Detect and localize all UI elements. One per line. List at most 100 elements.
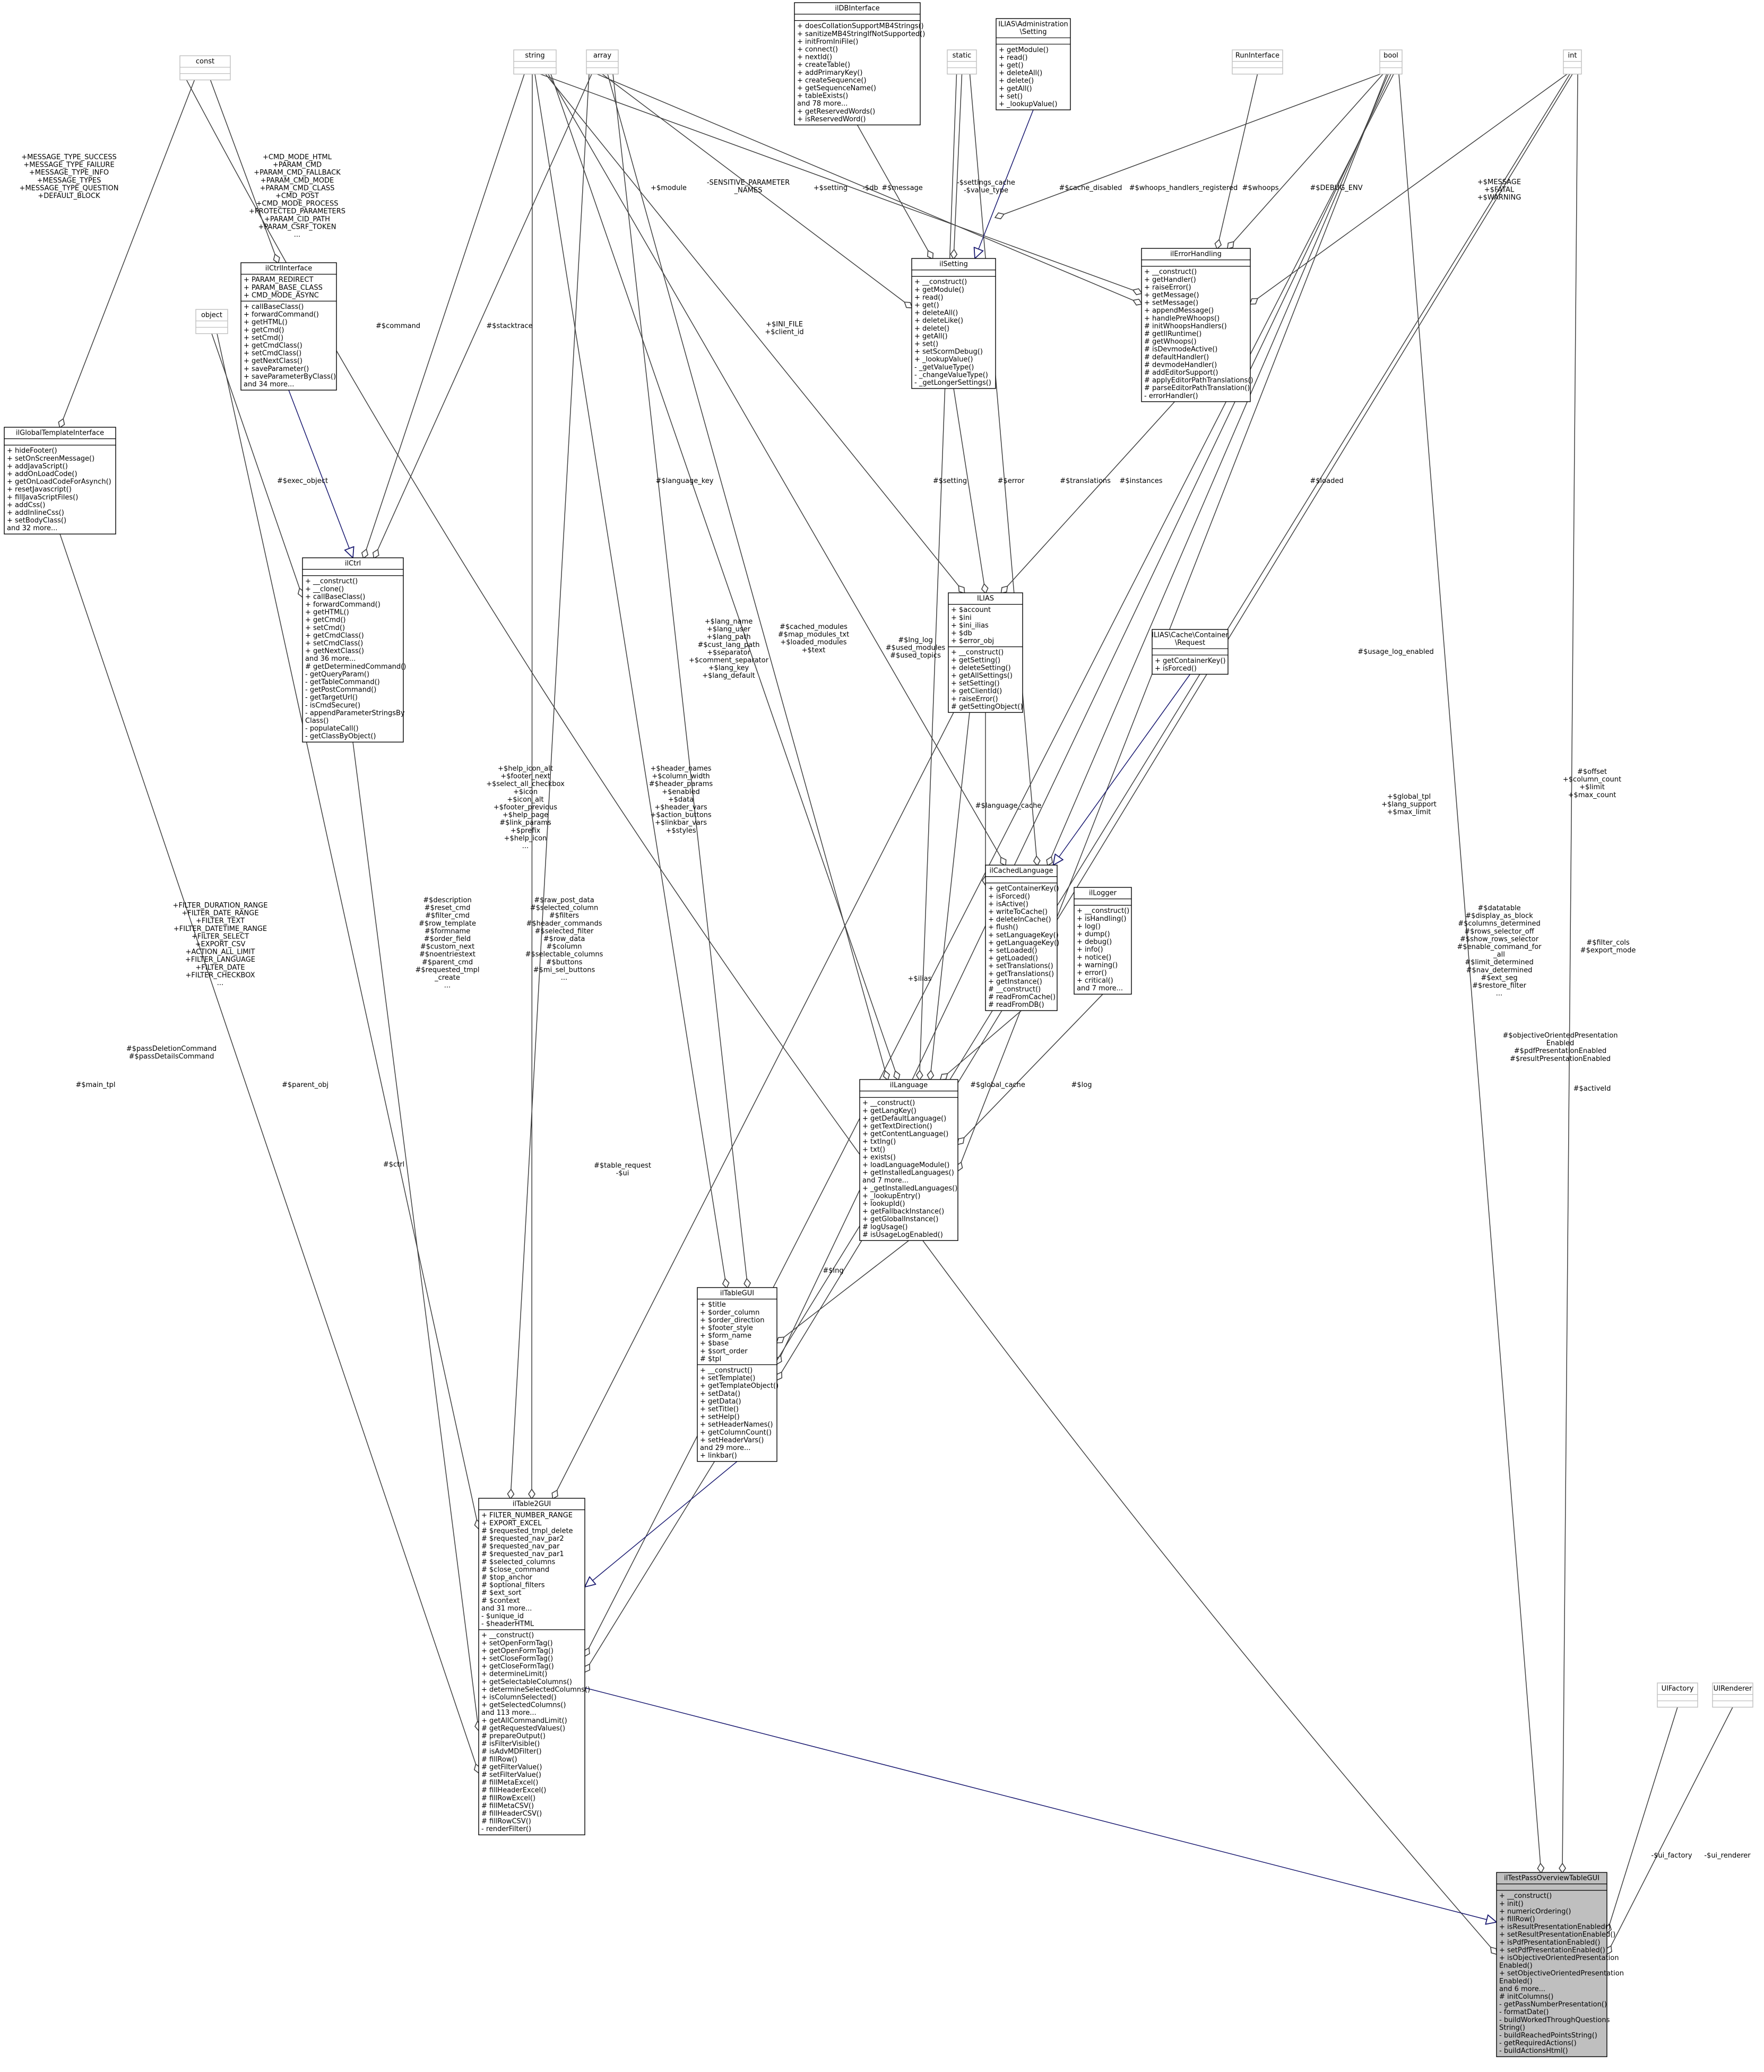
edge-cachedlang-language (941, 1010, 1022, 1080)
class-ilTable2GUI[interactable]: ilTable2GUI+ FILTER_NUMBER_RANGE+ EXPORT… (478, 1498, 590, 1835)
edge-label-line: #$column (546, 943, 582, 951)
class-object[interactable]: object (195, 309, 228, 334)
class-UIRenderer[interactable]: UIRenderer (1712, 1682, 1753, 1708)
class-method: + setCloseFormTag() (481, 1655, 553, 1663)
edge-label-e48: #$lng (823, 1267, 843, 1275)
edge-label-line: #$used_topics (890, 652, 941, 660)
class-const[interactable]: const (179, 55, 231, 81)
class-ilSetting[interactable]: ilSetting+ __construct()+ getModule()+ r… (911, 258, 996, 389)
class-ilLanguage[interactable]: ilLanguage+ __construct()+ getLangKey()+… (859, 1079, 958, 1241)
edge-label-line: #$link_params (499, 819, 551, 827)
edge-label-line: -$settings_cache (957, 179, 1015, 187)
class-CacheRequest[interactable]: ILIAS\Cache\Container\Request+ getContai… (1152, 629, 1229, 675)
edge-uifactory-testpass (1607, 1707, 1678, 1933)
class-method: + __construct() (1144, 268, 1197, 276)
class-method: + read() (999, 54, 1027, 62)
class-box (1379, 49, 1403, 75)
edge-label-line: +$limit (1579, 783, 1605, 791)
class-ilGlobalTemplateInterface[interactable]: ilGlobalTemplateInterface+ hideFooter()+… (4, 427, 116, 534)
class-ilTableGUI[interactable]: ilTableGUI+ $title+ $order_column+ $orde… (697, 1287, 779, 1462)
class-array[interactable]: array (586, 49, 619, 75)
edge-label-line: +FILTER_DATE_RANGE (181, 910, 258, 918)
edge-string-ilias (545, 74, 964, 593)
class-box (1657, 1682, 1698, 1708)
edge-label-line: +$help_icon (504, 834, 547, 842)
class-title: array (593, 52, 611, 60)
class-method: + getModule() (914, 286, 964, 294)
edge-label-e26: #$lng_log#$used_modules#$used_topics (886, 636, 946, 660)
class-method: + _getInstalledLanguages() (862, 1185, 957, 1193)
edge-label-e17: +$INI_FILE+$client_id (765, 321, 803, 336)
class-method: + delete() (914, 325, 949, 333)
class-method: - getPostCommand() (305, 686, 376, 694)
class-attribute: - $unique_id (481, 1612, 524, 1620)
class-attribute: + $ini_ilias (951, 621, 989, 629)
class-ilCachedLanguage[interactable]: ilCachedLanguage+ getContainerKey()+ isF… (985, 865, 1059, 1011)
edge-label-e27: #$usage_log_enabled (1357, 648, 1434, 656)
class-ilDBInterface[interactable]: ilDBInterface+ doesCollationSupportMB4St… (794, 2, 925, 126)
class-UIFactory[interactable]: UIFactory (1657, 1682, 1698, 1708)
edge-label-e41: #$objectiveOrientedPresentationEnabled#$… (1503, 1032, 1618, 1063)
class-method: + handlePreWhoops() (1144, 315, 1220, 323)
class-method: # isFilterVisible() (481, 1740, 540, 1748)
edge-static-language (920, 74, 957, 1080)
edge-label-e40: #$filter_cols#$export_mode (1580, 939, 1636, 955)
class-method: + __construct() (1499, 1892, 1552, 1900)
edge-bool-testpass (1398, 74, 1541, 1872)
edge-label-line: #$cached_modules (780, 623, 848, 631)
class-method: + isForced() (988, 893, 1030, 901)
class-bool[interactable]: bool (1379, 49, 1403, 75)
class-method: - buildReachedPointsString() (1499, 2032, 1597, 2040)
class-method: + isForced() (1155, 664, 1197, 672)
class-method: + __construct() (1077, 907, 1129, 915)
edge-const-testpass (186, 80, 1497, 1954)
class-RunInterface[interactable]: RunInterface (1232, 49, 1283, 75)
class-ilCtrlInterface[interactable]: ilCtrlInterface+ PARAM_REDIRECT+ PARAM_B… (240, 262, 337, 391)
class-ilTestPassOverviewTableGUI[interactable]: ilTestPassOverviewTableGUI+ __construct(… (1496, 1872, 1624, 2057)
edge-label-line: #$lng (823, 1267, 843, 1275)
class-int[interactable]: int (1563, 49, 1582, 75)
class-box (1563, 49, 1582, 75)
class-method: + setObjectiveOrientedPresentation (1499, 1970, 1624, 1978)
class-method: + getCloseFormTag() (481, 1663, 554, 1671)
class-method: + setCmdClass() (305, 640, 363, 647)
class-AdminSetting[interactable]: ILIAS\Administration\Setting+ getModule(… (996, 18, 1071, 110)
edge-label-e18: #$language_key (656, 477, 714, 485)
class-method: - isCmdSecure() (305, 702, 360, 710)
edge-label-line: #$error (998, 477, 1025, 485)
class-string[interactable]: string (513, 49, 557, 75)
class-attribute: # $requested_nav_par (481, 1543, 560, 1551)
class-title: ilLanguage (890, 1082, 928, 1090)
edge-label-e39: #$datatable#$display_as_block#$columns_d… (1457, 904, 1542, 998)
class-method: + txtlng() (862, 1138, 896, 1146)
edge-label-e7: #$message (881, 184, 923, 192)
edge-object-table2gui (217, 333, 479, 1529)
class-method: + setHeaderNames() (700, 1421, 773, 1429)
class-ilCtrl[interactable]: ilCtrl+ __construct()+ __clone()+ callBa… (302, 557, 406, 743)
class-method: + deleteAll() (914, 309, 958, 317)
class-ilLogger[interactable]: ilLogger+ __construct()+ isHandling()+ l… (1074, 887, 1132, 995)
edge-static-cachedlang (969, 74, 1037, 865)
class-method: + appendMessage() (1144, 307, 1214, 315)
edge-label-line: +$lang_path (706, 633, 750, 641)
class-method: + read() (914, 293, 943, 301)
edge-label-line: +$column_width (652, 773, 710, 781)
class-ILIAS[interactable]: ILIAS+ $account+ $ini+ $ini_ilias+ $db+ … (948, 592, 1023, 713)
edge-label-line: #$exec_object (277, 477, 328, 485)
edge-label-line: #$buttons (546, 959, 583, 966)
class-method: + addInlineCss() (7, 509, 64, 517)
edge-label-line: +$header_names (650, 765, 711, 773)
edge-label-line: #$rows_selector_off (1464, 928, 1534, 936)
class-method: + dump() (1077, 930, 1110, 938)
edge-label-line: #$language_cache (975, 802, 1042, 810)
class-method: Class() (305, 717, 328, 725)
class-ilErrorHandling[interactable]: ilErrorHandling+ __construct()+ getHandl… (1141, 248, 1253, 402)
edge-label-line: +MESSAGE_TYPE_FAILURE (23, 161, 114, 169)
class-attribute: # $top_anchor (481, 1574, 533, 1582)
edge-label-line: #$cache_disabled (1059, 184, 1122, 192)
class-method: + resetJavascript() (7, 486, 72, 494)
class-box (195, 309, 228, 334)
class-static[interactable]: static (947, 49, 977, 75)
class-method: # isAdvMDFilter() (481, 1748, 542, 1756)
edge-label-line: #$language_key (656, 477, 714, 485)
